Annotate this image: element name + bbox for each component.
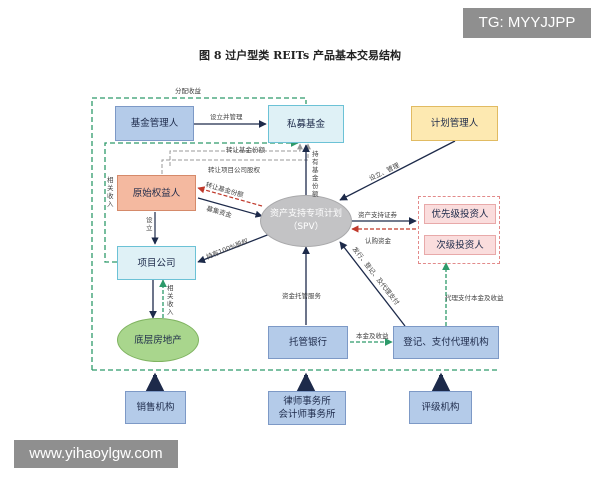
distribute-income-loop <box>91 97 307 370</box>
label-setup: 设立 <box>146 216 153 232</box>
real-estate-ellipse: 底层房地产 <box>117 318 199 362</box>
project-company-box: 项目公司 <box>117 246 196 280</box>
figure-title: 图 8 过户型类 REITs 产品基本交易结构 <box>198 49 401 62</box>
label-agent-pay: 代理支付本金及收益 <box>445 294 504 302</box>
arrow-planmgr-spv <box>339 140 456 201</box>
arrow-spv-original-2 <box>197 197 263 218</box>
paying-agent-box: 登记、支付代理机构 <box>393 326 499 359</box>
arrow-fund-share <box>169 143 303 166</box>
label-principal-income: 本金及收益 <box>356 332 389 340</box>
label-related-income: 相关收入 <box>107 176 114 208</box>
junior-investor-box: 次级投资人 <box>424 235 496 255</box>
arrow-spv-project <box>197 231 276 264</box>
private-fund-box: 私募基金 <box>268 105 344 143</box>
plan-manager-box: 计划管理人 <box>411 106 498 141</box>
label-setup-manage: 设立并管理 <box>210 113 243 121</box>
watermark-bottom: www.yihaoylgw.com <box>14 440 178 468</box>
custodian-bank-box: 托管银行 <box>268 326 348 359</box>
spv-ellipse: 资产支持专项计划（SPV） <box>260 195 352 247</box>
label-subscribe-funds: 认购资金 <box>365 237 391 245</box>
sales-agency-box: 销售机构 <box>125 391 186 424</box>
watermark-top: TG: MYYJJPP <box>463 8 591 38</box>
original-owner-box: 原始权益人 <box>117 175 196 211</box>
senior-investor-box: 优先级投资人 <box>424 204 496 224</box>
law-accounting-box: 律师事务所会计师事务所 <box>268 391 346 425</box>
investors-group <box>418 196 500 264</box>
label-transfer-equity: 转让项目公司股权 <box>208 166 260 174</box>
label-hold-fund-share: 持有基金份额 <box>312 150 319 198</box>
label-related-income-2: 相关收入 <box>167 284 174 316</box>
label-transfer-fund-share: 转让基金份额 <box>226 146 265 154</box>
rating-agency-box: 评级机构 <box>409 391 472 424</box>
label-distribute-income: 分配收益 <box>175 87 201 95</box>
green-loop-left <box>104 139 299 263</box>
fund-manager-box: 基金管理人 <box>115 106 194 141</box>
arrow-spv-original-1 <box>197 186 263 207</box>
label-custody-service: 资金托管服务 <box>282 292 321 300</box>
arrow-agent-spv <box>339 241 406 327</box>
label-abs-security: 资产支持证券 <box>358 211 397 219</box>
